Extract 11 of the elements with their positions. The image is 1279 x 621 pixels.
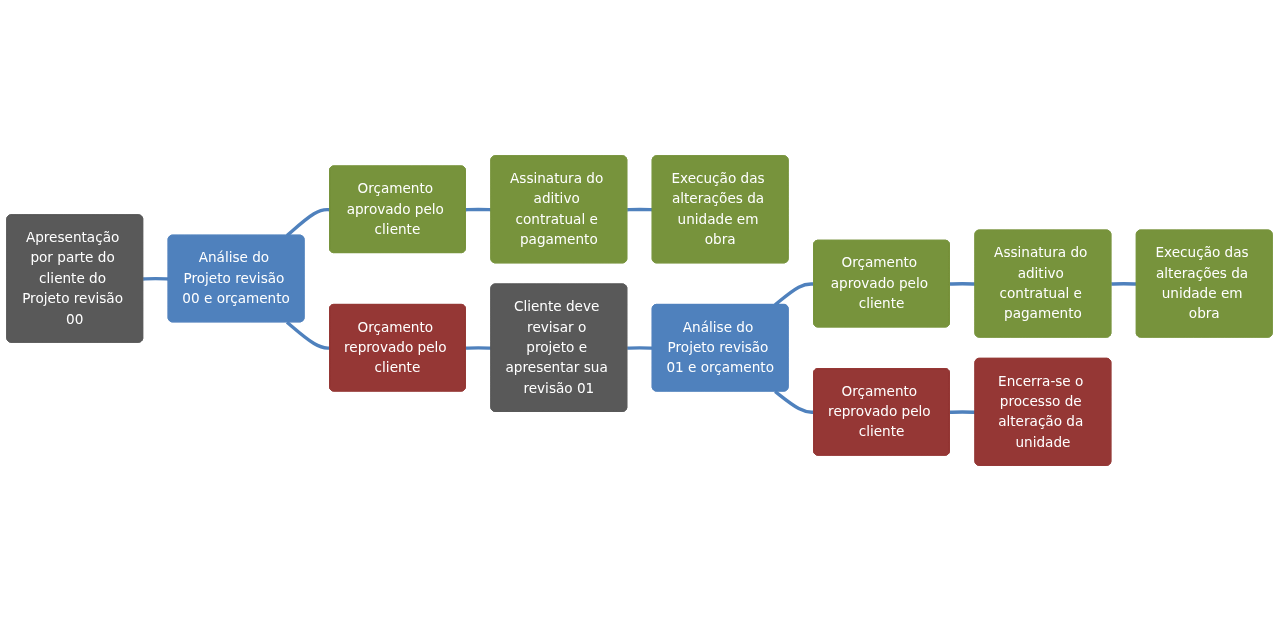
connector (1111, 281, 1137, 286)
connector (465, 207, 492, 212)
connector (143, 276, 169, 281)
connector (285, 207, 330, 237)
connector (465, 346, 492, 350)
connector (627, 207, 653, 212)
connector (285, 320, 330, 350)
connector (949, 281, 976, 286)
connector (774, 390, 815, 414)
connector (949, 410, 976, 414)
connector (627, 346, 653, 350)
